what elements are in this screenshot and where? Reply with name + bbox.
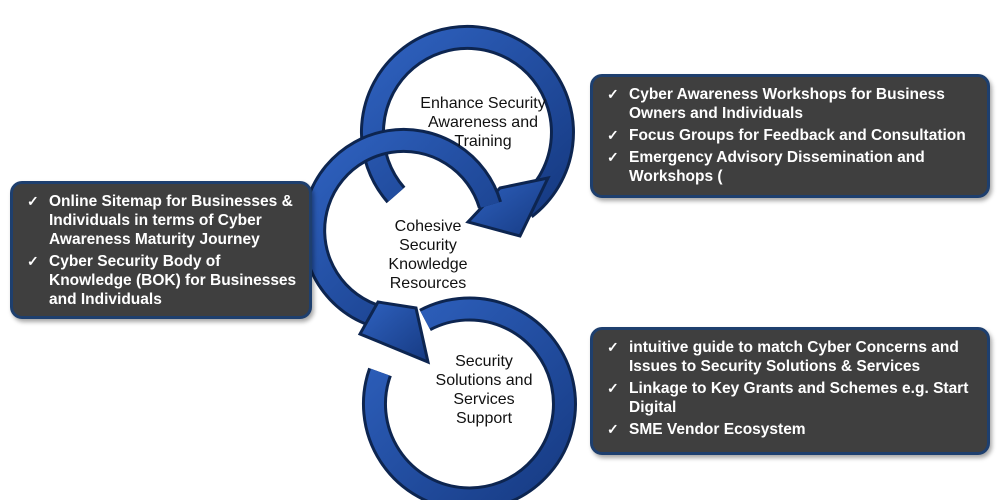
list-item: ✓ Focus Groups for Feedback and Consultat… [605, 126, 975, 145]
list-item: ✓ Cyber Awareness Workshops for Business … [605, 85, 975, 123]
check-icon: ✓ [607, 380, 619, 396]
list-item-text: Focus Groups for Feedback and Consultati… [629, 127, 966, 144]
box-awareness-activities: ✓ Cyber Awareness Workshops for Business … [590, 74, 990, 198]
list-item: ✓ Linkage to Key Grants and Schemes e.g. … [605, 379, 975, 417]
check-icon: ✓ [27, 253, 39, 269]
arrow-cohesive-resources [301, 127, 502, 365]
arrow-solutions-support [361, 296, 577, 500]
stage-label: Enhance Security Awareness and Training [420, 95, 546, 150]
stage-enhance-awareness: Enhance Security Awareness and Training [418, 94, 548, 151]
stage-label: Cohesive Security Knowledge Resources [388, 218, 468, 292]
check-icon: ✓ [27, 193, 39, 209]
list-item: ✓ Emergency Advisory Dissemination and Wo… [605, 148, 975, 186]
list-item-text: intuitive guide to match Cyber Concerns … [629, 339, 959, 375]
check-icon: ✓ [607, 149, 619, 165]
check-icon: ✓ [607, 421, 619, 437]
list-item: ✓ Cyber Security Body of Knowledge (BOK) … [25, 252, 297, 309]
stage-cohesive-resources: Cohesive Security Knowledge Resources [372, 217, 484, 293]
stage-label: Security Solutions and Services Support [435, 353, 533, 427]
check-icon: ✓ [607, 86, 619, 102]
check-icon: ✓ [607, 339, 619, 355]
list-item-text: Emergency Advisory Dissemination and Wor… [629, 149, 925, 185]
check-icon: ✓ [607, 127, 619, 143]
box-knowledge-resources: ✓ Online Sitemap for Businesses & Individ… [10, 181, 312, 319]
stage-solutions-support: Security Solutions and Services Support [428, 352, 540, 428]
list-item: ✓ intuitive guide to match Cyber Concerns… [605, 338, 975, 376]
box-solutions-services: ✓ intuitive guide to match Cyber Concerns… [590, 327, 990, 455]
list-item-text: Online Sitemap for Businesses & Individu… [49, 193, 293, 248]
list-item-text: Cyber Security Body of Knowledge (BOK) f… [49, 253, 297, 308]
arrow-enhance-awareness [360, 24, 575, 238]
list-item-text: Linkage to Key Grants and Schemes e.g. S… [629, 380, 969, 416]
list-item: ✓ SME Vendor Ecosystem [605, 420, 975, 439]
list-item: ✓ Online Sitemap for Businesses & Individ… [25, 192, 297, 249]
list-item-text: SME Vendor Ecosystem [629, 421, 806, 438]
list-item-text: Cyber Awareness Workshops for Business O… [629, 86, 945, 122]
